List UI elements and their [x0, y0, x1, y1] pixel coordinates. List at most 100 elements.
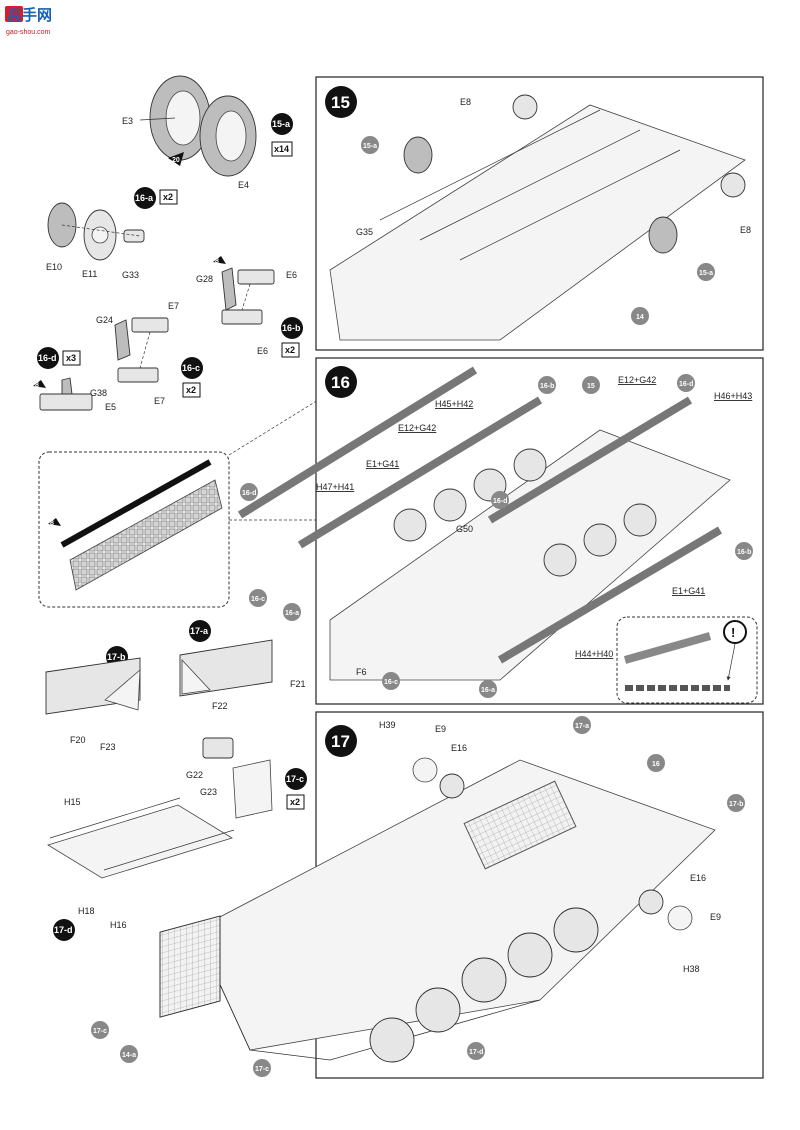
- label-E6b: E6: [257, 346, 268, 356]
- tag-15a: [271, 113, 293, 135]
- label-G22: G22: [186, 770, 203, 780]
- label-E16b: E16: [690, 873, 706, 883]
- label-E7b: E7: [154, 396, 165, 406]
- svg-text:8: 8: [35, 382, 39, 389]
- label-H46H43: H46+H43: [714, 391, 752, 401]
- label-G50: G50: [456, 524, 473, 534]
- svg-text:!: !: [731, 625, 735, 640]
- label-F23: F23: [100, 742, 116, 752]
- label-E5: E5: [105, 402, 116, 412]
- svg-text:17-b: 17-b: [107, 652, 126, 662]
- label-G23: G23: [200, 787, 217, 797]
- label-E8b: E8: [740, 225, 751, 235]
- label-G35: G35: [356, 227, 373, 237]
- svg-text:15-a: 15-a: [272, 119, 291, 129]
- label-E12G42a: E12+G42: [398, 423, 436, 433]
- label-F20: F20: [70, 735, 86, 745]
- label-H39: H39: [379, 720, 396, 730]
- svg-text:17-b: 17-b: [729, 801, 743, 808]
- label-E6a: E6: [286, 270, 297, 280]
- step-17-panel: 17 H39 E9 E16 E16 E9 H38 17-a 16 17-b 17…: [91, 711, 764, 1079]
- svg-text:16-d: 16-d: [493, 498, 507, 505]
- label-G33: G33: [122, 270, 139, 280]
- svg-text:17-c: 17-c: [286, 774, 304, 784]
- badge-20: 20: [172, 157, 180, 164]
- label-E16a: E16: [451, 743, 467, 753]
- label-F21: F21: [290, 679, 306, 689]
- label-E1G41b: E1+G41: [672, 586, 705, 596]
- attention-icon: [723, 620, 747, 644]
- svg-text:x2: x2: [285, 345, 295, 355]
- side-panel-17a: 17-a F21 F22: [179, 620, 306, 711]
- sprocket-assembly-16a: 16-a x2 E10 E11 G33: [46, 187, 178, 280]
- svg-text:17-a: 17-a: [190, 626, 209, 636]
- label-E10: E10: [46, 262, 62, 272]
- label-H44H40: H44+H40: [575, 649, 613, 659]
- wheel-assembly-15a: E3 E4 20 15-a x14: [122, 75, 293, 190]
- site-logo: 高手网 gao-shou.com: [5, 6, 52, 36]
- svg-text:8: 8: [50, 520, 54, 527]
- label-E8a: E8: [460, 97, 471, 107]
- svg-text:14-a: 14-a: [122, 1052, 136, 1059]
- svg-text:17-d: 17-d: [54, 925, 73, 935]
- svg-text:x2: x2: [186, 385, 196, 395]
- track-link-16c: G24 E7 E7 16-c x2: [96, 301, 203, 406]
- stowage-box-17c: G22 G23 17-c x2: [186, 737, 307, 819]
- label-E11: E11: [82, 269, 97, 279]
- svg-text:14: 14: [636, 314, 644, 321]
- svg-text:16: 16: [652, 761, 660, 768]
- svg-text:16-c: 16-c: [182, 363, 200, 373]
- svg-text:16-d: 16-d: [242, 490, 256, 497]
- svg-text:x3: x3: [66, 353, 76, 363]
- label-E9b: E9: [710, 912, 721, 922]
- track-link-16b: 8 G28 E6 E6 16-b x2: [196, 256, 303, 358]
- label-F6: F6: [356, 667, 367, 677]
- side-panel-17b: 17-b F20 F23: [45, 646, 141, 752]
- label-G38: G38: [90, 388, 107, 398]
- svg-text:16-a: 16-a: [285, 610, 299, 617]
- star-badge-20: [168, 152, 184, 166]
- svg-text:x2: x2: [290, 797, 300, 807]
- label-H38: H38: [683, 964, 700, 974]
- svg-text:15-a: 15-a: [363, 143, 377, 150]
- svg-text:15: 15: [587, 383, 595, 390]
- svg-text:x14: x14: [274, 144, 289, 154]
- track-link-16d: 16-d x3 8 G38 E5: [33, 347, 116, 412]
- label-E9a: E9: [435, 724, 446, 734]
- svg-text:16-b: 16-b: [282, 323, 301, 333]
- step-16-badge: [325, 366, 357, 398]
- label-G24: G24: [96, 315, 113, 325]
- label-H16: H16: [110, 920, 127, 930]
- svg-text:16: 16: [331, 373, 350, 392]
- label-H47H41: H47+H41: [316, 482, 354, 492]
- multiplier-box-15a: [271, 141, 293, 157]
- label-E12G42b: E12+G42: [618, 375, 656, 385]
- logo-url: gao-shou.com: [6, 29, 51, 36]
- svg-text:16-a: 16-a: [481, 687, 495, 694]
- track-detail-inset: 8: [38, 367, 371, 608]
- svg-text:16-d: 16-d: [679, 381, 693, 388]
- label-E3: E3: [122, 116, 133, 126]
- svg-text:17-a: 17-a: [575, 723, 589, 730]
- svg-text:16-c: 16-c: [384, 679, 398, 686]
- step-17-badge: [325, 725, 357, 757]
- svg-text:17-c: 17-c: [93, 1028, 107, 1035]
- rack-assembly-17d: H15 H18 H16 17-d: [47, 797, 235, 941]
- svg-text:15: 15: [331, 93, 350, 112]
- svg-text:16-b: 16-b: [737, 549, 751, 556]
- step-15-panel: 15 E8 E8 G35 15-a 15-a 14: [315, 76, 764, 351]
- label-G28: G28: [196, 274, 213, 284]
- svg-text:17-c: 17-c: [255, 1066, 269, 1073]
- svg-text:16-c: 16-c: [251, 596, 265, 603]
- grille-14a: [159, 915, 221, 1018]
- label-F22: F22: [212, 701, 228, 711]
- step-15-badge: [325, 86, 357, 118]
- label-H45H42: H45+H42: [435, 399, 473, 409]
- label-H15: H15: [64, 797, 81, 807]
- label-E1G41a: E1+G41: [366, 459, 399, 469]
- logo-text: 高手网: [7, 6, 52, 24]
- step-16-panel: 16 H45+H42 E12+G42 E12+G42 H46+H43 E1+G4…: [237, 357, 764, 705]
- label-E4: E4: [238, 180, 249, 190]
- svg-text:17-d: 17-d: [469, 1049, 483, 1056]
